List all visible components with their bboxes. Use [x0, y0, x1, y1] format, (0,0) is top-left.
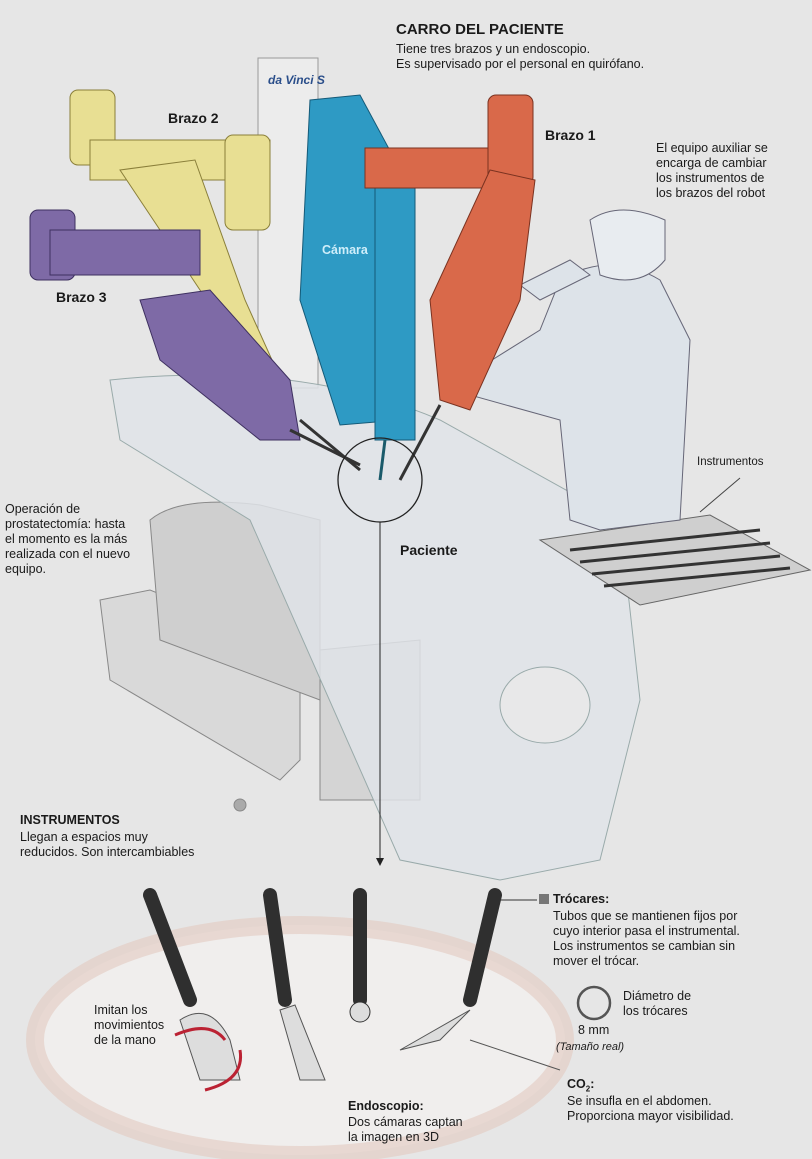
label-camera: Cámara: [322, 243, 368, 257]
endoscope-tip: [349, 1001, 371, 1023]
note-assistant: El equipo auxiliar se encarga de cambiar…: [656, 141, 768, 200]
movement-arrow-icon: [204, 1049, 243, 1092]
label-arm-1: Brazo 1: [545, 127, 596, 143]
arm-3: [29, 209, 361, 467]
endoscope-text: Dos cámaras captan la imagen en 3D: [348, 1115, 463, 1144]
co2-title: CO2:: [567, 1077, 594, 1097]
trocar-diameter-circle: [576, 985, 612, 1021]
scissors-instrument: [399, 1009, 471, 1051]
rotation-arrow-icon: [174, 1027, 227, 1041]
logo-da-vinci: da Vinci S: [268, 73, 325, 87]
trocars-title: Trócares:: [553, 892, 610, 906]
co2-text: Se insufla en el abdomen. Proporciona ma…: [567, 1094, 734, 1123]
instruments-title: INSTRUMENTOS: [20, 813, 120, 827]
endoscope-title: Endoscopio:: [348, 1099, 424, 1113]
hand-note: Imitan los movimientos de la mano: [94, 1003, 165, 1047]
co2-colon: :: [590, 1077, 595, 1091]
co2-pointer: [469, 1039, 561, 1071]
instrument-shafts: [143, 888, 502, 1007]
label-patient: Paciente: [400, 542, 458, 558]
page-subtitle: Tiene tres brazos y un endoscopio. Es su…: [396, 42, 645, 71]
grasper-instrument: [279, 1004, 326, 1081]
trocar-diameter-label: Diámetro de los trócares: [623, 989, 692, 1018]
trocar-square-icon: [539, 894, 549, 904]
page-title: CARRO DEL PACIENTE: [396, 21, 564, 38]
note-operation: Operación de prostatectomía: hasta el mo…: [5, 502, 131, 576]
trocar-diameter-value: 8 mm: [578, 1023, 610, 1037]
arm-1: [299, 94, 536, 481]
instrument-tray: [538, 477, 812, 606]
co2-title-text: CO: [567, 1077, 586, 1091]
label-arm-3: Brazo 3: [56, 289, 107, 305]
label-arm-2: Brazo 2: [168, 110, 219, 126]
co2-subscript: 2: [585, 1084, 591, 1094]
label-instruments-tray: Instrumentos: [697, 456, 764, 468]
instruments-text: Llegan a espacios muy reducidos. Son int…: [20, 830, 195, 859]
assistant-figure: [459, 209, 691, 531]
trocars-text: Tubos que se mantienen fijos por cuyo in…: [553, 909, 740, 968]
trocar-diameter-note: (Tamaño real): [556, 1041, 625, 1053]
